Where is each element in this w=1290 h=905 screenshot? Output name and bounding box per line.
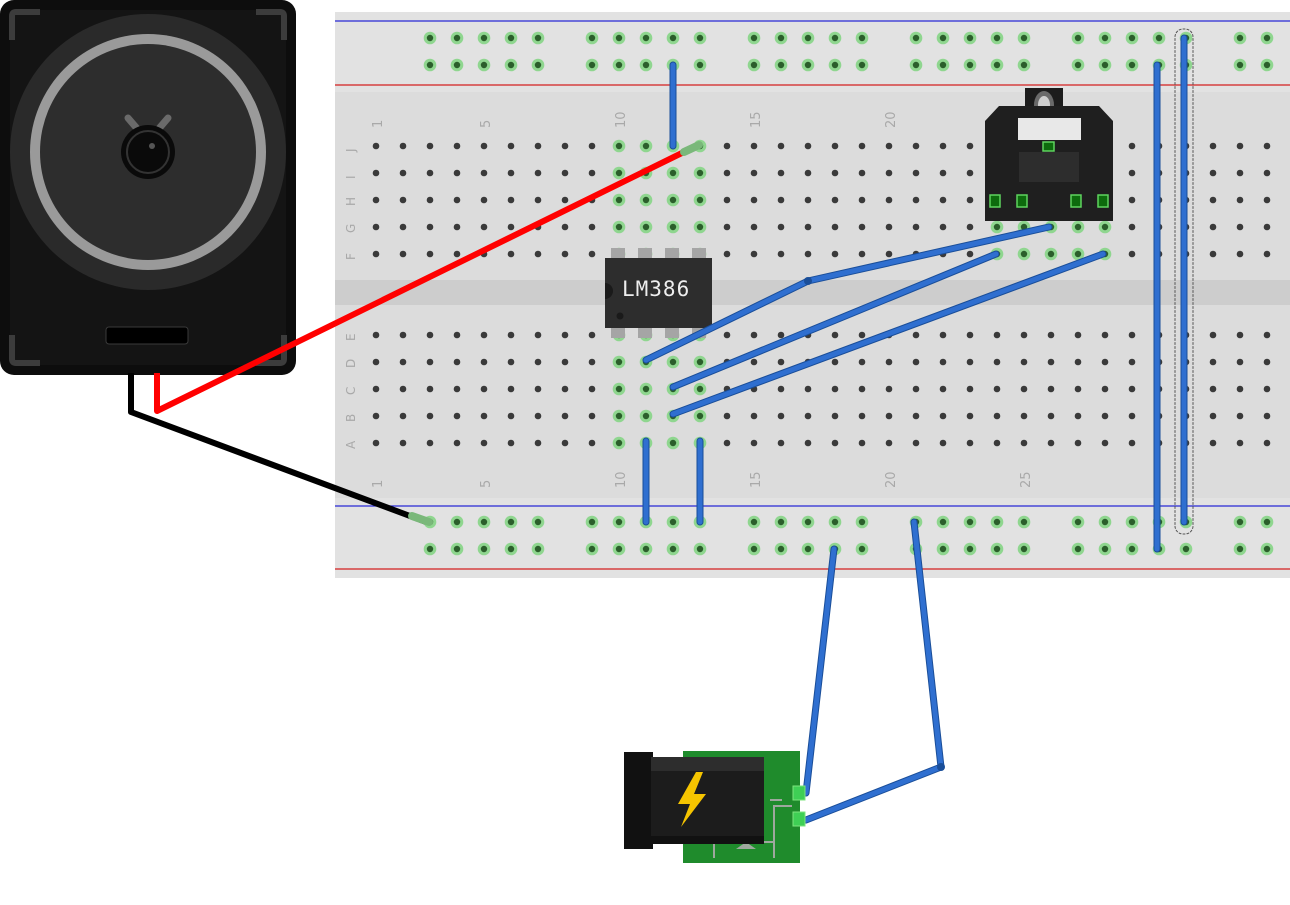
wire-chip-to-jack-2[interactable] — [669, 250, 1000, 391]
wire-rail-to-power-jack-1[interactable] — [802, 545, 838, 797]
row-letter-i: I — [344, 175, 358, 179]
row-letter-g: G — [344, 224, 358, 233]
power-jack-traces — [713, 799, 792, 858]
wire-rail-vertical-2[interactable] — [1174, 28, 1194, 535]
audio-jack-window — [1019, 152, 1079, 182]
chip-notch — [605, 283, 613, 299]
jumper-wires — [642, 28, 1194, 824]
audio-jack-contact-plate — [1018, 118, 1081, 140]
col-number-bottom-20: 20 — [884, 471, 899, 488]
col-number-bottom-25: 25 — [1019, 471, 1034, 488]
speaker-corner-mark-tl — [9, 9, 40, 40]
wire-bend-points — [804, 277, 945, 771]
power-jack-housing-bottom — [651, 836, 764, 844]
col-number-top-15: 15 — [749, 111, 764, 128]
row-letter-j: J — [344, 148, 358, 153]
row-letter-d: D — [344, 359, 358, 368]
col-number-top-10: 10 — [614, 111, 629, 128]
power-jack-front — [624, 752, 653, 849]
audio-jack-pin-2 — [1016, 194, 1028, 208]
row-letter-c: C — [344, 387, 358, 395]
center-channel — [335, 280, 1290, 305]
wire-chip-to-jack-3[interactable] — [669, 250, 1107, 418]
speaker-dust-cap-dot — [149, 143, 155, 149]
audio-jack-pin-4 — [1097, 194, 1109, 208]
row-letter-h: H — [344, 197, 358, 206]
speaker-dust-cap — [121, 125, 175, 179]
power-jack-pad-2 — [792, 811, 806, 827]
audio-jack[interactable] — [985, 88, 1113, 221]
breadboard: 1 5 10 15 20 1 5 10 15 20 25 J I H G F E… — [335, 12, 1290, 578]
col-number-bottom-1: 1 — [371, 480, 386, 488]
col-number-bottom-15: 15 — [749, 471, 764, 488]
audio-jack-pin-center — [1042, 141, 1055, 152]
speaker-red-wire-tip — [680, 141, 703, 156]
col-number-top-5: 5 — [479, 120, 494, 128]
row-letter-b: B — [344, 414, 358, 422]
power-jack-housing-top — [651, 757, 764, 771]
col-number-top-20: 20 — [884, 111, 899, 128]
speaker-red-wire[interactable] — [154, 147, 690, 414]
dc-power-jack[interactable] — [624, 751, 806, 863]
speaker-corner-mark-bl — [9, 335, 40, 366]
lightning-icon — [678, 772, 706, 827]
row-letter-e: E — [344, 333, 358, 341]
top-rail-area — [335, 12, 1290, 92]
audio-jack-pin-1 — [989, 194, 1001, 208]
speaker[interactable] — [0, 0, 296, 375]
lm386-chip[interactable]: LM386 — [605, 248, 712, 338]
power-jack-housing — [651, 757, 764, 844]
chip-pin1-dot — [616, 312, 624, 320]
speaker-black-wire[interactable] — [128, 373, 428, 525]
speaker-dust-cap-highlight — [126, 130, 170, 174]
power-jack-trace-arrow — [736, 842, 756, 849]
row-letter-a: A — [344, 440, 358, 449]
speaker-terminal-slot — [105, 326, 189, 345]
col-number-bottom-5: 5 — [479, 480, 494, 488]
col-number-bottom-10: 10 — [614, 471, 629, 488]
chip-label: LM386 — [622, 277, 690, 301]
row-letter-f: F — [344, 253, 358, 260]
speaker-corner-mark-br — [256, 335, 287, 366]
speaker-black-wire-tip — [408, 512, 433, 526]
speaker-corner-mark-tr — [256, 9, 287, 40]
bottom-rail-area — [335, 498, 1290, 578]
col-number-top-1: 1 — [371, 120, 386, 128]
audio-jack-pin-3 — [1070, 194, 1082, 208]
power-jack-pad-1 — [792, 785, 806, 801]
